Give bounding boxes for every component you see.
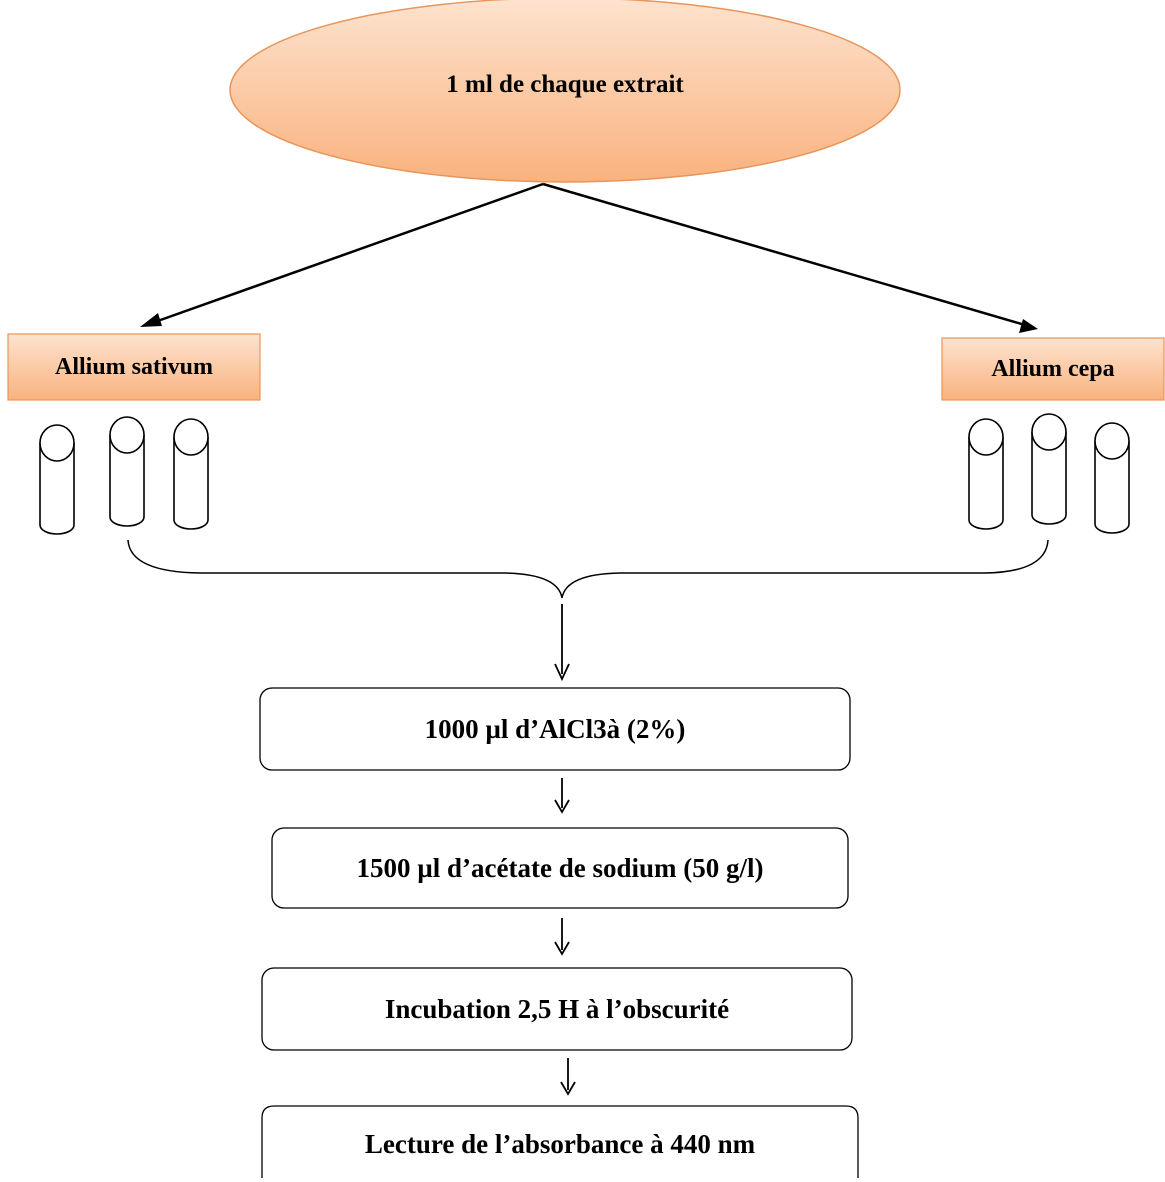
step-label-2: 1500 µl d’acétate de sodium (50 g/l) <box>356 852 764 883</box>
label-box-allium-sativum <box>7 333 261 401</box>
start-ellipse <box>229 0 901 183</box>
step-label-4: Lecture de l’absorbance à 440 nm <box>364 1128 756 1159</box>
branch-arrow-right <box>542 182 1038 333</box>
test-tube-icon <box>39 424 75 535</box>
test-tube-icon <box>1094 422 1130 534</box>
tube-group-left <box>39 416 209 535</box>
step-box-3 <box>261 967 853 1051</box>
step-label-3: Incubation 2,5 H à l’obscurité <box>384 993 730 1024</box>
step-box-4 <box>261 1105 859 1178</box>
down-arrow-4 <box>560 1058 576 1096</box>
branch-arrow-left <box>140 182 544 327</box>
label-box-allium-cepa <box>941 337 1165 401</box>
step-label-1: 1000 µl d’AlCl3à (2%) <box>424 713 686 744</box>
test-tube-icon <box>173 418 209 530</box>
down-arrow-3 <box>554 918 570 956</box>
test-tube-icon <box>968 418 1004 530</box>
branch-label-allium-cepa: Allium cepa <box>991 355 1115 382</box>
branch-label-allium-sativum: Allium sativum <box>54 353 213 380</box>
down-arrow-1 <box>554 604 570 682</box>
test-tube-icon <box>109 416 145 527</box>
test-tube-icon <box>1031 413 1067 525</box>
step-box-1 <box>259 687 851 771</box>
down-arrow-2 <box>554 778 570 814</box>
tube-group-right <box>968 413 1130 534</box>
start-label: 1 ml de chaque extrait <box>446 71 684 98</box>
step-box-2 <box>271 827 849 909</box>
combine-brace <box>127 539 1049 599</box>
